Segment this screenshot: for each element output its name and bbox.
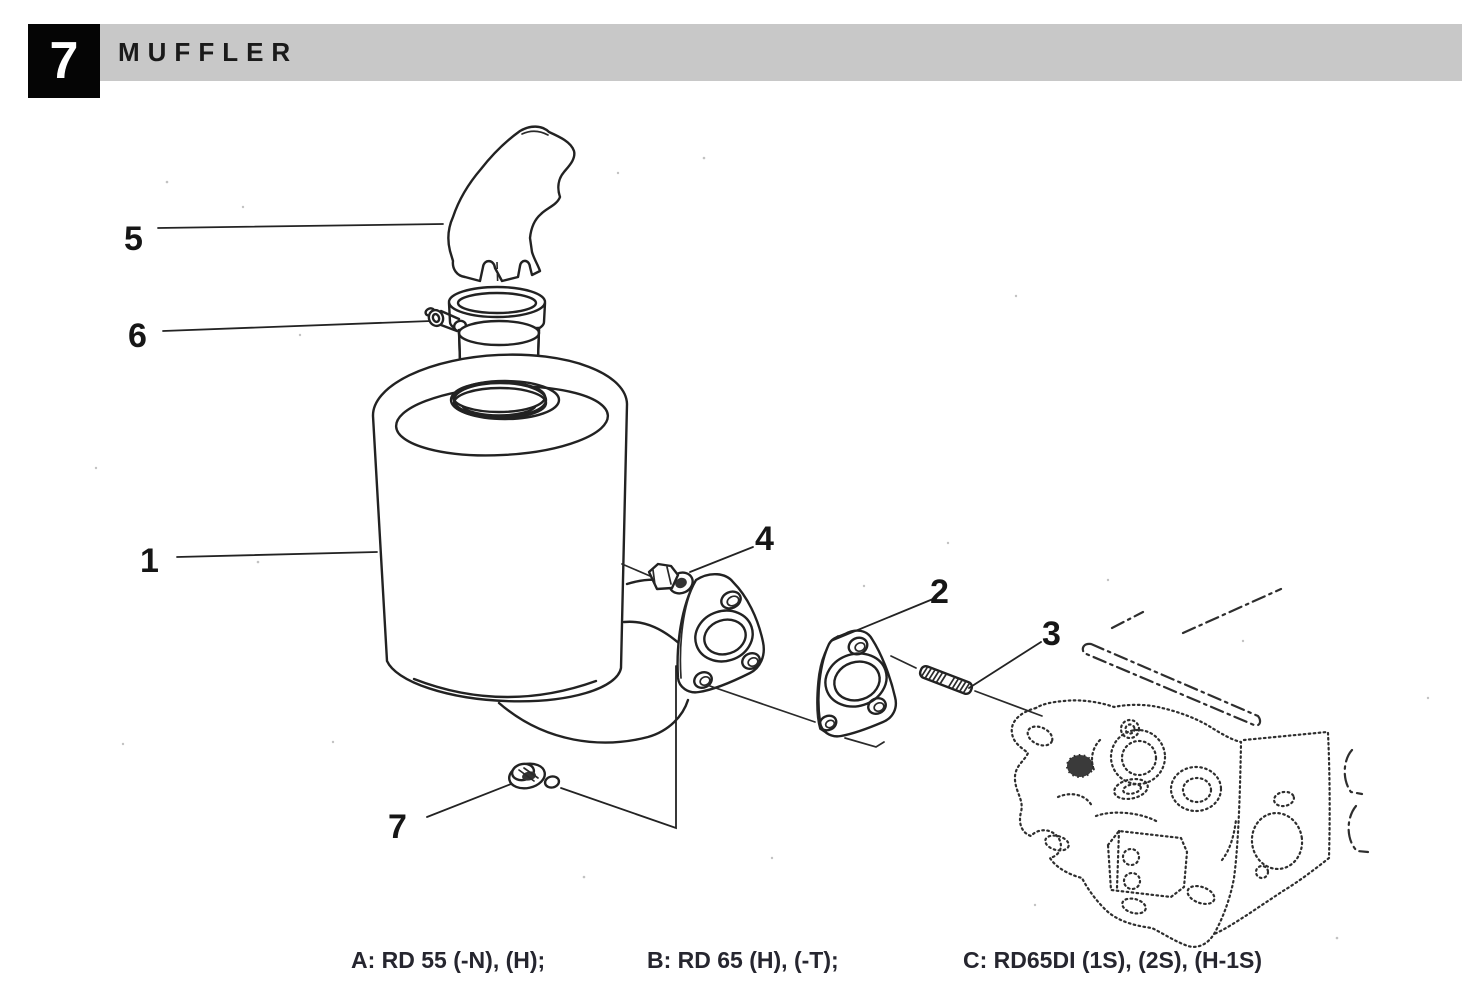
engine-right-face-outline (1212, 730, 1331, 936)
callout-7: 7 (388, 808, 407, 846)
variant-caption-c: C: RD65DI (1S), (2S), (H-1S) (963, 947, 1263, 973)
callout-5: 5 (124, 220, 143, 258)
gasket-part (816, 629, 897, 738)
variant-caption-b: B: RD 65 (H), (-T); (647, 947, 839, 973)
leader-line-6 (162, 320, 432, 332)
muffler-flange-part (676, 573, 765, 694)
callout-4: 4 (755, 520, 774, 558)
engine-ports (1026, 718, 1304, 915)
leader-line-3 (968, 641, 1042, 689)
leader-line-1 (176, 551, 378, 558)
variant-caption-a: A: RD 55 (-N), (H); (351, 947, 546, 973)
chapter-number-box: 7 (28, 24, 100, 98)
leader-line-7 (426, 665, 677, 830)
gasket-bolt-holes (818, 636, 887, 732)
flange-bolt-part (508, 762, 561, 790)
section-title: MUFFLER (118, 37, 299, 67)
callout-3: 3 (1042, 615, 1061, 653)
inlet-base-ring (451, 380, 548, 420)
leader-line-5 (157, 223, 444, 229)
stud-part (918, 664, 974, 696)
leader-line-4 (689, 546, 754, 573)
assembly-axis-line (706, 684, 885, 748)
exhaust-clamp-part (424, 285, 547, 338)
callout-6: 6 (128, 317, 147, 355)
leader-line-2 (830, 598, 934, 642)
engine-boss (1106, 829, 1189, 899)
chapter-number: 7 (49, 32, 79, 90)
engine-block-part (1010, 587, 1370, 948)
engine-top-bar (1081, 642, 1262, 727)
section-title-bar: MUFFLER (100, 24, 1462, 81)
clamp-bolt (424, 307, 468, 333)
flange-nut-part (647, 562, 694, 595)
callout-2: 2 (930, 573, 949, 611)
callout-1: 1 (140, 542, 159, 580)
muffler-body-part (371, 353, 629, 703)
engine-hidden-edge-2 (1181, 587, 1283, 635)
engine-right-brackets (1343, 748, 1370, 854)
flange-bolt-holes (693, 590, 761, 689)
tail-pipe-part (447, 125, 576, 283)
engine-hidden-edge-1 (1110, 610, 1145, 630)
engine-surface-details (1056, 738, 1238, 862)
engine-left-face-outline (1010, 699, 1243, 948)
stud-axis-line (890, 655, 1043, 717)
